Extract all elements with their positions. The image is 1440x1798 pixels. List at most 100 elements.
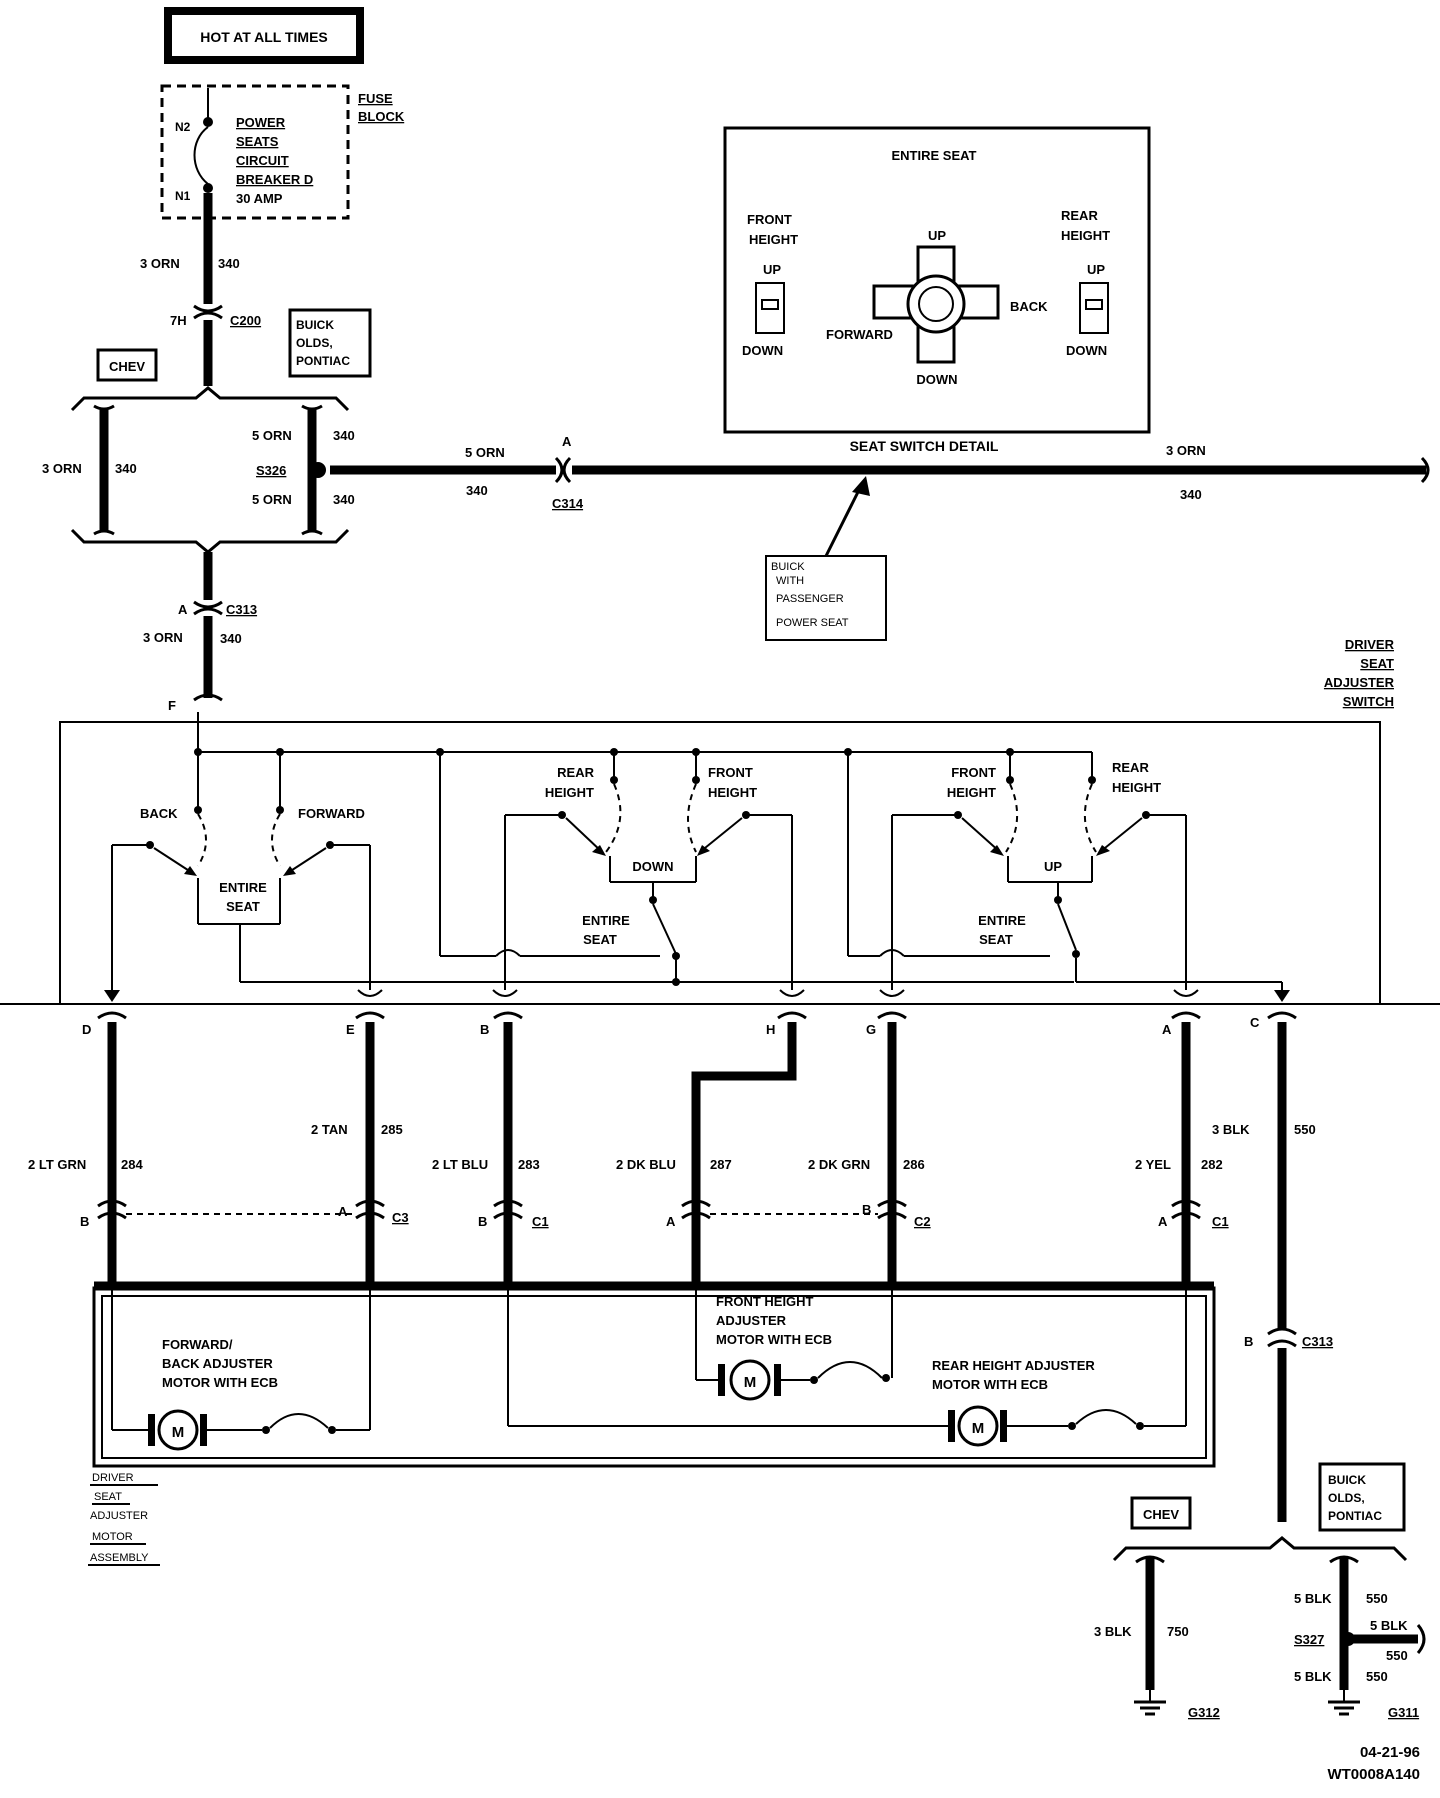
terminal-n2-dot [203,117,213,127]
svg-text:PONTIAC: PONTIAC [1328,1509,1382,1523]
connector-c200: 7H C200 [170,304,261,328]
breaker-line-5: 30 AMP [236,191,283,206]
svg-text:POWER SEAT: POWER SEAT [776,617,849,629]
ground-g311-symbol [1328,1690,1360,1716]
breaker-line-1: POWER [236,115,286,130]
svg-text:ADJUSTER: ADJUSTER [90,1510,148,1522]
svg-text:DOWN: DOWN [1066,343,1107,358]
svg-text:2 DK GRN: 2 DK GRN [808,1157,870,1172]
svg-text:ENTIRE: ENTIRE [219,880,267,895]
bop-label-bottom: BUICK OLDS, PONTIAC [1318,1462,1406,1532]
svg-text:MOTOR WITH ECB: MOTOR WITH ECB [162,1375,278,1390]
svg-text:340: 340 [220,631,242,646]
rear-height-rocker [1079,282,1109,334]
passenger-circuit-left: 340 [466,483,488,498]
fuse-block-title-2: BLOCK [358,109,405,124]
entire-seat-joystick [872,245,1000,364]
svg-text:UP: UP [1044,859,1062,874]
fuse-block-title-1: FUSE [358,91,393,106]
svg-text:M: M [972,1420,985,1437]
svg-text:UP: UP [1087,262,1105,277]
svg-text:3 BLK: 3 BLK [1212,1122,1250,1137]
svg-text:G: G [866,1022,876,1037]
svg-text:BUICK: BUICK [771,561,805,573]
s327-top-gauge: 5 BLK [1294,1591,1332,1606]
svg-text:B: B [480,1022,489,1037]
svg-text:HEIGHT: HEIGHT [749,232,798,247]
svg-text:282: 282 [1201,1157,1223,1172]
breaker-line-3: CIRCUIT [236,153,289,168]
svg-text:M: M [172,1424,185,1441]
detail-heading: ENTIRE SEAT [892,148,977,163]
power-source-label: HOT AT ALL TIMES [200,29,328,45]
s327-side-circuit: 550 [1386,1648,1408,1663]
svg-text:C2: C2 [914,1214,931,1229]
s326-bottom-circuit: 340 [333,492,355,507]
svg-text:C313: C313 [1302,1334,1333,1349]
svg-text:SWITCH: SWITCH [1343,694,1394,709]
svg-text:284: 284 [121,1157,143,1172]
svg-text:A: A [666,1214,676,1229]
detail-caption: SEAT SWITCH DETAIL [850,438,999,454]
svg-text:A: A [1162,1022,1172,1037]
svg-text:B: B [80,1214,89,1229]
passenger-gauge-left: 5 ORN [465,445,505,460]
svg-text:ENTIRE: ENTIRE [582,913,630,928]
svg-text:CHEV: CHEV [1143,1507,1179,1522]
svg-text:285: 285 [381,1122,403,1137]
svg-text:D: D [82,1022,91,1037]
svg-text:A: A [338,1204,348,1219]
svg-text:FORWARD/: FORWARD/ [162,1337,233,1352]
svg-text:SEAT: SEAT [979,932,1013,947]
connector-c313-top: A C313 3 ORN 340 [143,600,257,646]
svg-text:DOWN: DOWN [916,372,957,387]
pin-a-wire: A 2 YEL 282 A C1 [1135,1011,1229,1286]
svg-text:B: B [1244,1334,1253,1349]
svg-text:A: A [178,602,188,617]
bop-label-top: BUICK OLDS, PONTIAC [288,308,372,378]
svg-text:A: A [1158,1214,1168,1229]
svg-text:FRONT: FRONT [708,765,753,780]
svg-text:E: E [346,1022,355,1037]
svg-text:287: 287 [710,1157,732,1172]
splice-s326-dot [310,462,326,478]
svg-text:C1: C1 [532,1214,549,1229]
s327-bottom-gauge: 5 BLK [1294,1669,1332,1684]
svg-text:BACK: BACK [1010,299,1048,314]
svg-text:ADJUSTER: ADJUSTER [1324,675,1395,690]
svg-text:FRONT: FRONT [747,212,792,227]
pin-h-wire: H 2 DK BLU 287 A [616,1011,807,1286]
svg-text:UP: UP [928,228,946,243]
s326-top-gauge: 5 ORN [252,428,292,443]
svg-text:REAR: REAR [1061,208,1098,223]
svg-text:C: C [1250,1015,1260,1030]
terminal-n1-dot [203,183,213,193]
passenger-gauge-right: 3 ORN [1166,443,1206,458]
passenger-feed-wire: 5 ORN 340 A C314 3 ORN 340 [330,434,1430,511]
breaker-line-2: SEATS [236,134,279,149]
pin-b-wire: B 2 LT BLU 283 B C1 [432,1011,549,1286]
svg-text:286: 286 [903,1157,925,1172]
g312-circuit: 750 [1167,1624,1189,1639]
svg-text:PONTIAC: PONTIAC [296,354,350,368]
svg-text:BUICK: BUICK [296,318,334,332]
svg-text:SEAT: SEAT [583,932,617,947]
s326-top-circuit: 340 [333,428,355,443]
circuit-breaker-symbol [193,126,209,185]
svg-text:MOTOR: MOTOR [92,1531,133,1543]
svg-text:REAR: REAR [557,765,594,780]
svg-text:3 ORN: 3 ORN [143,630,183,645]
svg-text:DRIVER: DRIVER [1345,637,1395,652]
s327-bottom-circuit: 550 [1366,1669,1388,1684]
s327-label: S327 [1294,1632,1324,1647]
c314-pin: A [562,434,572,449]
svg-text:H: H [766,1022,775,1037]
svg-text:ENTIRE: ENTIRE [978,913,1026,928]
front-height-rocker [755,282,785,334]
c200-label: C200 [230,313,261,328]
svg-text:2 DK BLU: 2 DK BLU [616,1157,676,1172]
s327-top-circuit: 550 [1366,1591,1388,1606]
ground-g312-symbol [1134,1690,1166,1716]
pin-d-wire: D 2 LT GRN 284 B [28,1011,143,1286]
